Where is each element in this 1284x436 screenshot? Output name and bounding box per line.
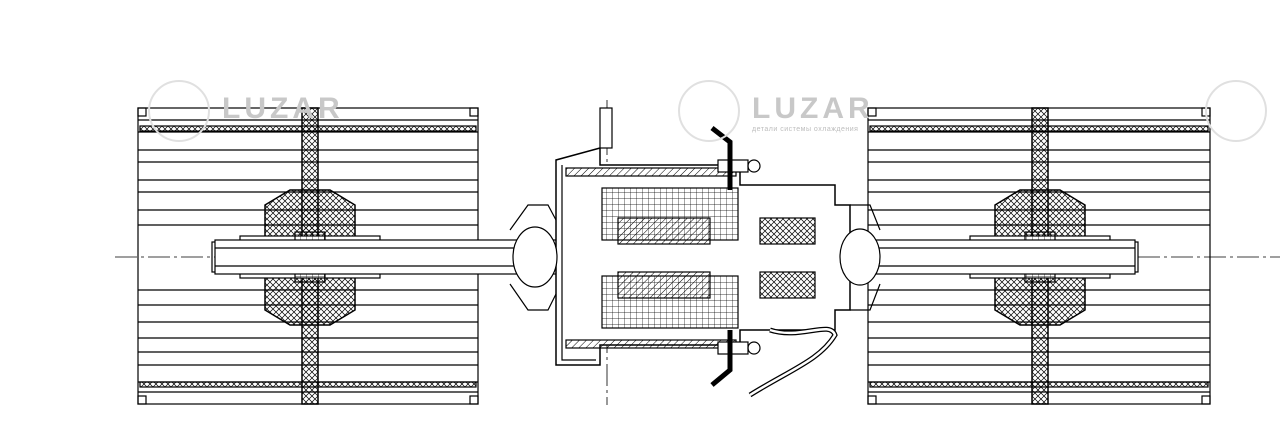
- motor-section: [115, 100, 1280, 405]
- watermark-logo-icon: [148, 80, 210, 142]
- watermark-logo-icon: [1205, 80, 1267, 142]
- watermark-logo-icon: [678, 80, 740, 142]
